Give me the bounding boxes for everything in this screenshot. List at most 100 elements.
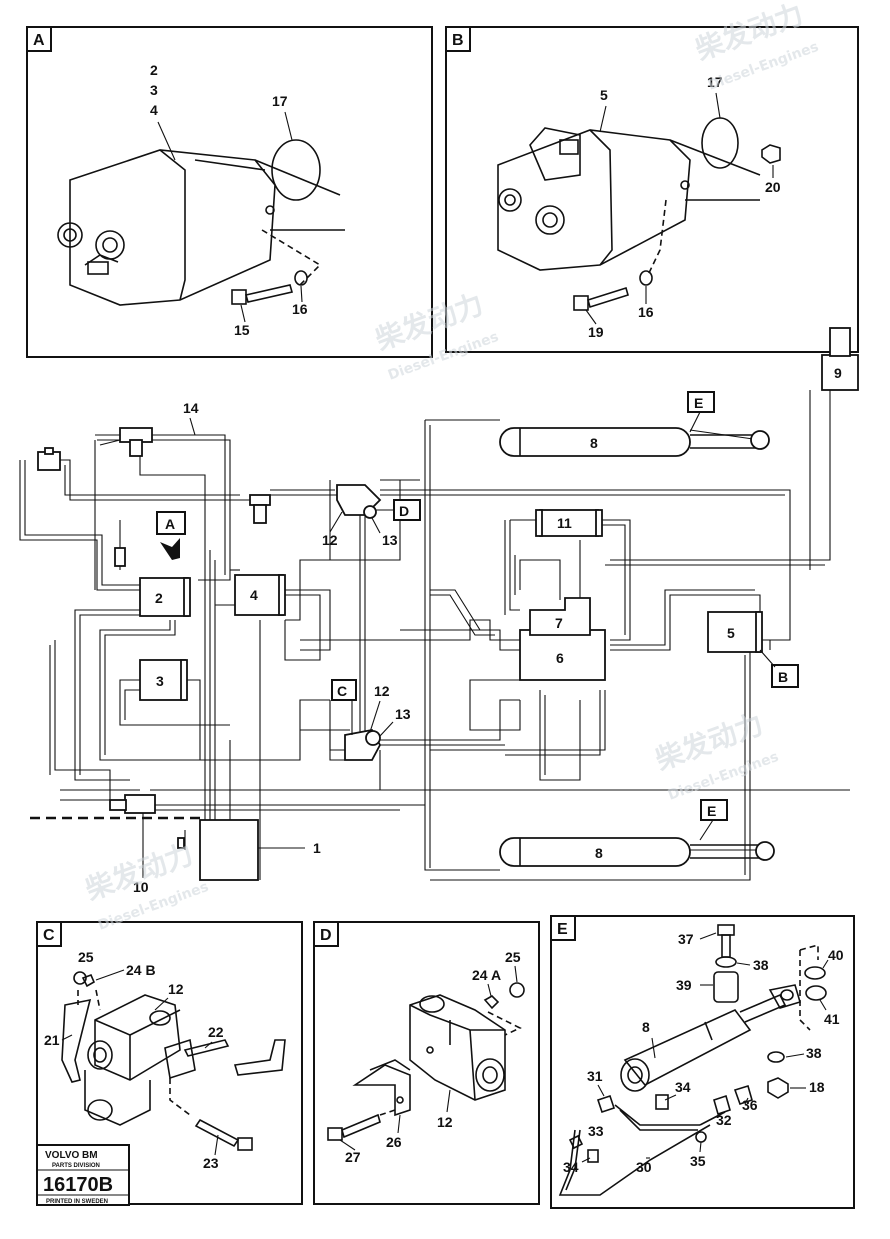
block-4: 4 [234,574,286,616]
stamp-number: 16170B [43,1174,113,1196]
label-c-25: 25 [78,949,94,965]
bracket-d [352,1059,411,1117]
panel-e-tag: E [557,921,568,938]
volvo-bm-stamp: VOLVO BM PARTS DIVISION 16170B PRINTED I… [36,1144,130,1206]
panel-d: D 25 24 A 27 26 12 [313,921,540,1205]
washer-d [509,982,525,998]
callout-12-lower: 12 [374,683,390,699]
panel-b-tag: B [452,32,464,49]
panel-c-tag: C [43,927,55,944]
hydraulic-pump-b [497,127,761,271]
label-e-37: 37 [678,931,694,947]
label-a-17: 17 [272,93,288,109]
label-e-30: 30 [636,1159,652,1175]
ref-tag-e-lower: E [699,799,728,841]
block-8a-label: 8 [590,435,598,451]
label-b-19: 19 [588,324,604,340]
nut-c [81,973,96,988]
bracket-c [61,998,92,1083]
label-b-17: 17 [707,74,723,90]
callout-10: 10 [133,879,149,895]
label-a-4: 4 [150,102,158,118]
ref-tag-e-upper: E [687,391,715,433]
ref-tag-e-upper-label: E [694,395,703,411]
tee-fitting-upper [336,484,382,519]
label-e-39: 39 [676,977,692,993]
panel-b-tag-box [445,26,471,52]
block-3-label: 3 [156,673,164,689]
panel-a-tag-box [26,26,52,52]
panel-e-tag-box [550,915,576,941]
stamp-printed: PRINTED IN SWEDEN [46,1199,108,1205]
o-ring-a [271,139,321,201]
schematic-pipes [19,389,850,881]
panel-d-frame [313,921,540,1205]
block-2: 2 [139,577,191,617]
cylinder-e [620,984,801,1092]
label-e-18: 18 [809,1079,825,1095]
label-e-34a: 34 [675,1079,691,1095]
ref-tag-a: A [156,511,186,560]
filter-small [114,547,126,567]
label-e-31: 31 [587,1068,603,1084]
block-8b-label: 8 [595,845,603,861]
label-e-8: 8 [642,1019,650,1035]
washer-c [73,971,87,985]
washer-e-38 [715,956,737,968]
callout-13-upper: 13 [382,532,398,548]
label-d-27: 27 [345,1149,361,1165]
label-d-25: 25 [505,949,521,965]
panel-b-frame [445,26,859,353]
block-5: 5 [707,611,763,653]
label-e-33: 33 [588,1123,604,1139]
panel-d-tag: D [320,927,332,944]
label-a-2: 2 [150,62,158,78]
label-d-24a: 24 A [472,967,501,983]
callout-13-lower: 13 [395,706,411,722]
washer-b [639,270,653,286]
block-1 [199,819,259,881]
panel-c-frame [36,921,303,1205]
plate-c [164,1038,286,1080]
washer-e-40 [804,966,826,980]
ref-tag-b: B [759,649,799,688]
breather-top [119,427,153,457]
breather-left [37,447,61,471]
label-c-12: 12 [168,981,184,997]
panel-a: A 2 3 4 17 15 16 [26,26,433,358]
washer-e-38b [767,1051,785,1063]
hydraulic-cylinder-lower: 8 [499,837,775,867]
hydraulic-cylinder-upper: 8 [499,427,770,457]
block-6-label: 6 [556,650,564,666]
block-7-label: 7 [555,615,563,631]
label-e-38a: 38 [753,957,769,973]
block-6: 6 [519,629,606,681]
label-b-20: 20 [765,179,781,195]
label-e-41: 41 [824,1011,840,1027]
ref-tag-d: D [376,499,421,521]
label-c-21: 21 [44,1032,60,1048]
panel-c-tag-box [36,921,62,947]
ref-tag-e-lower-label: E [707,803,716,819]
block-5-label: 5 [727,625,735,641]
label-d-12: 12 [437,1114,453,1130]
block-9: 9 [821,327,859,391]
ref-tag-b-label: B [778,669,788,685]
label-c-23: 23 [203,1155,219,1171]
small-plug [177,837,185,849]
label-c-24b: 24 B [126,962,156,978]
nut-e-18 [767,1077,789,1099]
tee-block-d [409,994,506,1101]
label-e-34b: 34 [563,1159,579,1175]
ref-tag-c: C [331,679,357,735]
block-9-label: 9 [834,365,842,381]
label-e-35: 35 [690,1153,706,1169]
breather-middle [249,494,271,524]
ref-tag-c-label: C [337,683,347,699]
label-e-32: 32 [716,1112,732,1128]
block-3: 3 [139,659,188,701]
callout-14: 14 [183,400,199,416]
panel-b: B 5 17 20 19 16 [445,26,859,353]
label-d-26: 26 [386,1134,402,1150]
